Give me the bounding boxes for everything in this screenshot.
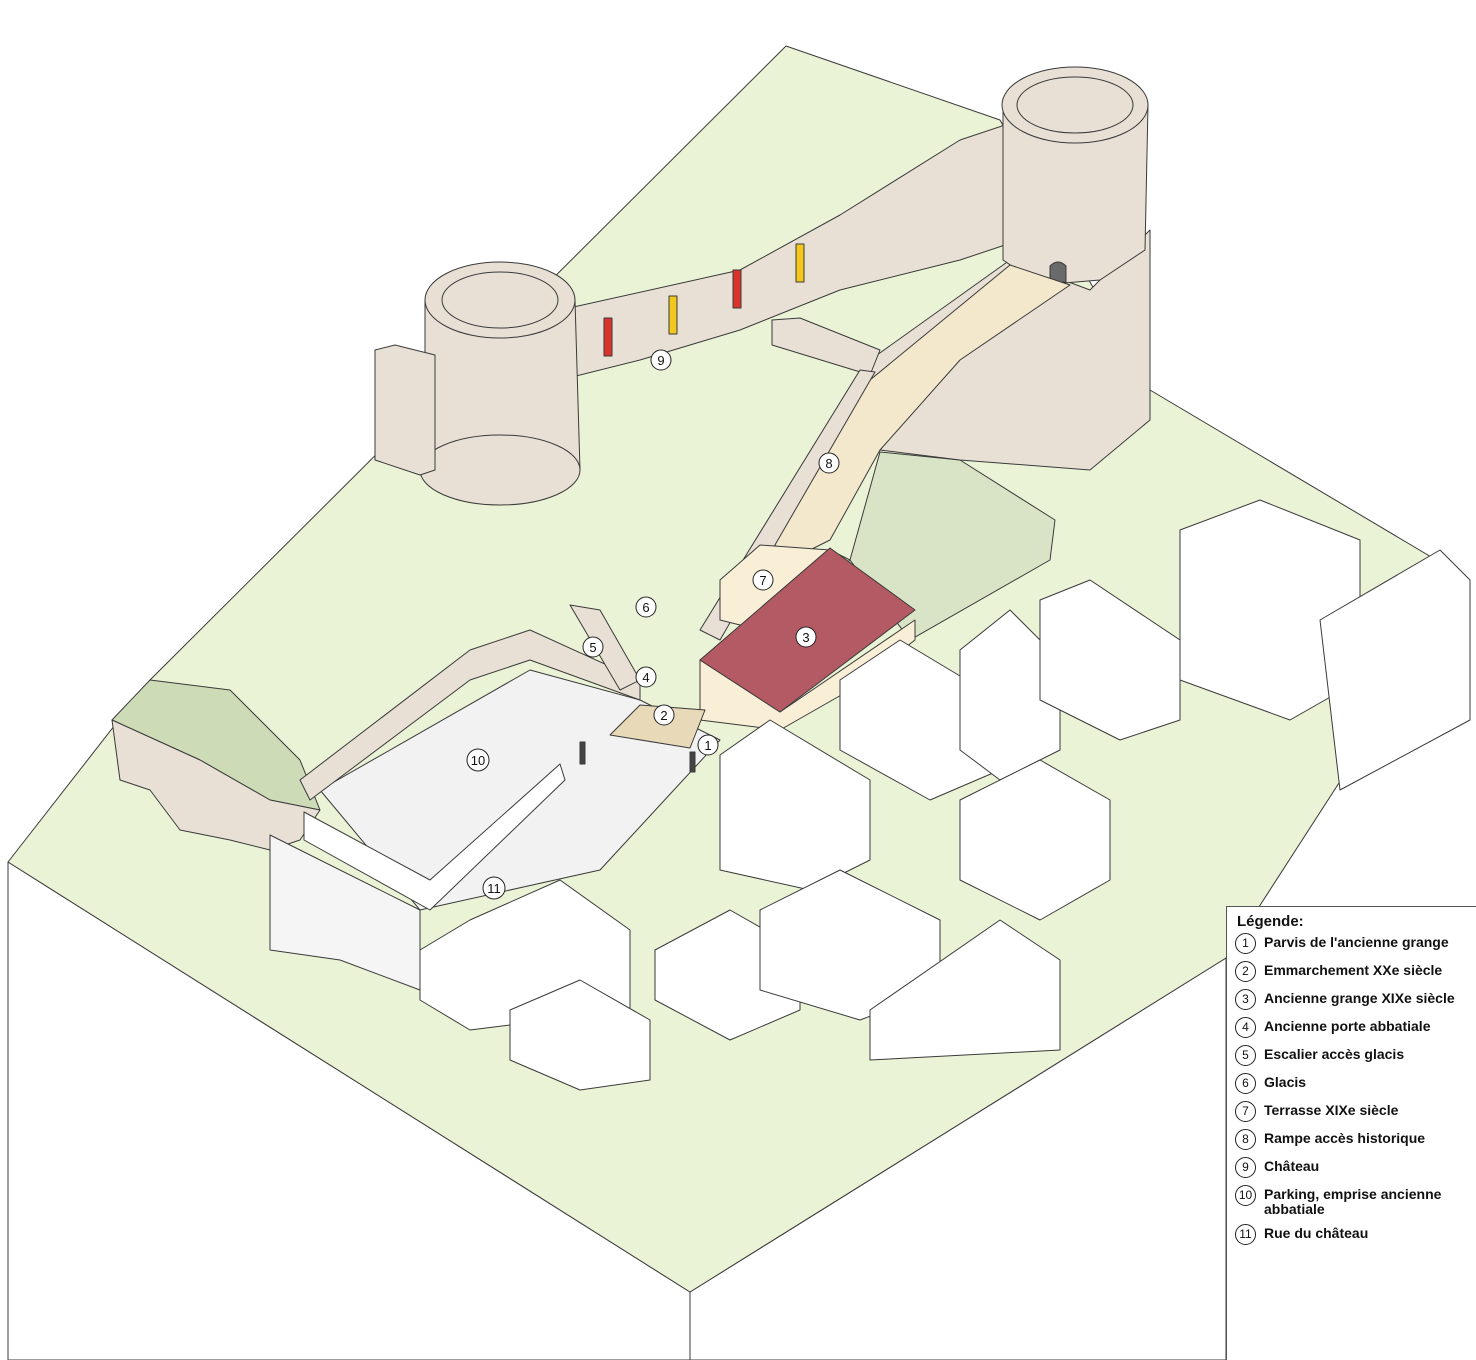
marker-9: 9 — [650, 349, 672, 371]
tower-left-buttress — [374, 344, 436, 476]
legend-number: 2 — [1235, 961, 1256, 982]
cross-wall — [771, 317, 881, 376]
tower-right-door-icon — [1049, 261, 1067, 283]
legend-item: 8 Rampe accès historique — [1235, 1129, 1473, 1150]
legend-number: 5 — [1235, 1045, 1256, 1066]
person-figure-1 — [579, 741, 586, 765]
svg-text:3: 3 — [802, 630, 809, 645]
house-11 — [1039, 579, 1181, 741]
tower-left-base — [419, 434, 581, 506]
legend-item: 1 Parvis de l'ancienne grange — [1235, 933, 1473, 954]
legend-number: 8 — [1235, 1129, 1256, 1150]
svg-text:5: 5 — [589, 640, 596, 655]
road-strip — [269, 834, 421, 991]
marker-2: 2 — [653, 704, 675, 726]
house-6 — [959, 759, 1111, 921]
legend-item: 4 Ancienne porte abbatiale — [1235, 1017, 1473, 1038]
marker-11: 11 — [482, 876, 506, 900]
legend-number: 6 — [1235, 1073, 1256, 1094]
legend-panel: Légende: 1 Parvis de l'ancienne grange 2… — [1226, 906, 1476, 1360]
svg-text:7: 7 — [759, 573, 766, 588]
parking-low-wall — [303, 763, 566, 911]
svg-text:10: 10 — [471, 753, 485, 768]
house-1 — [719, 719, 871, 891]
legend-label: Rampe accès historique — [1264, 1130, 1426, 1146]
house-8 — [509, 979, 651, 1091]
parking-wall-back — [299, 629, 641, 801]
legend-item: 10 Parking, emprise ancienne abbatiale — [1235, 1185, 1473, 1217]
banner-1 — [603, 317, 613, 357]
marker-6: 6 — [635, 596, 657, 618]
legend-label: Emmarchement XXe siècle — [1264, 962, 1443, 978]
svg-text:1: 1 — [704, 738, 711, 753]
marker-3: 3 — [795, 626, 817, 648]
legend-item: 3 Ancienne grange XIXe siècle — [1235, 989, 1473, 1010]
svg-text:4: 4 — [642, 670, 649, 685]
legend-item: 5 Escalier accès glacis — [1235, 1045, 1473, 1066]
legend-item: 6 Glacis — [1235, 1073, 1473, 1094]
legend-item: 11 Rue du château — [1235, 1224, 1473, 1245]
legend-label: Glacis — [1264, 1074, 1307, 1090]
legend-number: 11 — [1235, 1224, 1256, 1245]
legend-label: Château — [1264, 1158, 1320, 1174]
banner-4 — [795, 243, 805, 283]
legend-label: Ancienne grange XIXe siècle — [1264, 990, 1455, 1006]
legend-label: Escalier accès glacis — [1264, 1046, 1405, 1062]
legend-number: 9 — [1235, 1157, 1256, 1178]
legend-label: Rue du château — [1264, 1225, 1369, 1241]
svg-text:2: 2 — [660, 708, 667, 723]
legend-item: 7 Terrasse XIXe siècle — [1235, 1101, 1473, 1122]
marker-1: 1 — [697, 734, 719, 756]
marker-4: 4 — [635, 666, 657, 688]
marker-5: 5 — [582, 636, 604, 658]
legend-list: 1 Parvis de l'ancienne grange 2 Emmarche… — [1235, 933, 1473, 1252]
person-figure-2 — [689, 751, 696, 773]
legend-title: Légende: — [1237, 913, 1304, 930]
house-5 — [1319, 549, 1471, 791]
legend-number: 7 — [1235, 1101, 1256, 1122]
legend-number: 1 — [1235, 933, 1256, 954]
svg-text:9: 9 — [657, 353, 664, 368]
house-12 — [869, 919, 1061, 1061]
legend-number: 3 — [1235, 989, 1256, 1010]
marker-10: 10 — [466, 748, 490, 772]
front-steps — [609, 704, 706, 749]
marker-7: 7 — [752, 569, 774, 591]
svg-text:11: 11 — [487, 881, 501, 896]
svg-text:8: 8 — [825, 456, 832, 471]
legend-label: Parvis de l'ancienne grange — [1264, 934, 1449, 950]
legend-label: Terrasse XIXe siècle — [1264, 1102, 1399, 1118]
tower-left-inner — [441, 271, 559, 329]
house-3 — [959, 609, 1061, 781]
banner-2 — [668, 295, 678, 335]
legend-label: Ancienne porte abbatiale — [1264, 1018, 1431, 1034]
svg-text:6: 6 — [642, 600, 649, 615]
legend-item: 9 Château — [1235, 1157, 1473, 1178]
legend-label: Parking, emprise ancienne abbatiale — [1264, 1186, 1442, 1217]
banner-3 — [732, 269, 742, 309]
legend-number: 10 — [1235, 1185, 1256, 1206]
marker-8: 8 — [818, 452, 840, 474]
legend-number: 4 — [1235, 1017, 1256, 1038]
tower-right-inner — [1016, 76, 1134, 134]
legend-item: 2 Emmarchement XXe siècle — [1235, 961, 1473, 982]
